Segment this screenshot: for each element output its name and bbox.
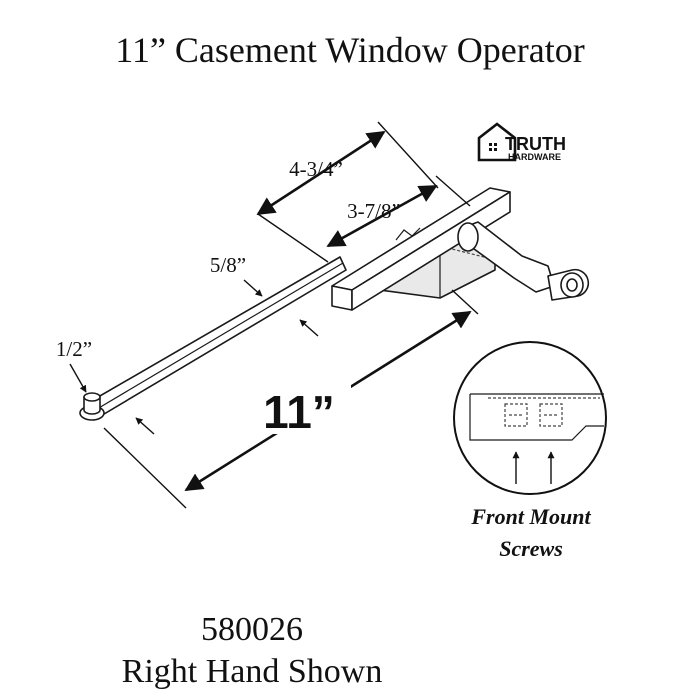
dimension-upper-span: 4-3/4” — [256, 121, 439, 263]
screw-hole-left — [504, 403, 528, 427]
upper-span-label: 4-3/4” — [289, 157, 343, 181]
house-logo-icon — [477, 122, 517, 162]
dimension-mid-span: 3-7/8” — [326, 175, 471, 248]
screw-detail-callout — [453, 341, 607, 495]
dimension-overall: 11” — [103, 289, 479, 509]
brand-subname: HARDWARE — [508, 152, 561, 162]
brand-name: TRUTH — [505, 134, 566, 154]
hand-note: Right Hand Shown — [122, 653, 383, 690]
crank-handle — [457, 221, 590, 301]
overall-length-label: 11” — [263, 386, 335, 438]
screw-hole-right — [539, 403, 563, 427]
arm-stud — [79, 392, 105, 421]
brand-logo: TRUTH HARDWARE — [477, 122, 566, 162]
dimension-arm-width: 5/8” — [210, 253, 319, 337]
arm-width-label: 5/8” — [210, 253, 246, 277]
detail-caption-line2: Screws — [499, 536, 563, 561]
page-title: 11” Casement Window Operator — [115, 30, 584, 70]
dimension-stud: 1/2” — [56, 337, 155, 435]
stud-size-label: 1/2” — [56, 337, 92, 361]
detail-caption-line1: Front Mount — [470, 504, 591, 529]
part-number: 580026 — [201, 611, 303, 648]
mid-span-label: 3-7/8” — [347, 199, 401, 223]
